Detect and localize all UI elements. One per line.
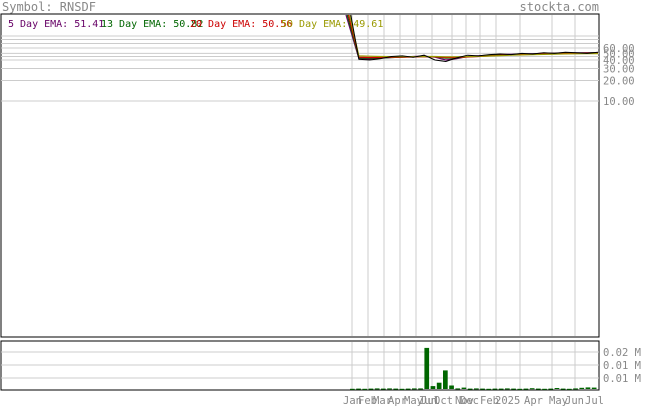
volume-bar	[350, 388, 355, 390]
x-tick-label: Nov	[455, 395, 474, 406]
x-tick-label: Apr	[524, 395, 543, 406]
volume-bar	[529, 388, 535, 390]
volume-bar	[486, 388, 492, 390]
volume-bar	[436, 382, 442, 389]
x-tick-label: Dec	[460, 395, 479, 406]
volume-bar	[542, 388, 547, 390]
x-tick-label: May	[404, 395, 423, 406]
volume-bar	[517, 388, 523, 390]
volume-bar	[362, 388, 368, 390]
volume-bar	[381, 388, 386, 390]
volume-bar	[418, 388, 423, 390]
volume-bar	[467, 388, 473, 390]
volume-bar	[449, 385, 454, 389]
volume-bar	[498, 388, 504, 390]
series-line-price	[350, 14, 599, 63]
x-tick-label: Oct	[434, 395, 453, 406]
legend-ema50: 50 Day EMA: 49.61	[281, 19, 383, 30]
volume-bar	[368, 388, 374, 390]
volume-bar	[393, 388, 399, 390]
x-tick-label: May	[549, 395, 568, 406]
site-label[interactable]: stockta.com	[520, 0, 599, 14]
price-panel	[0, 13, 600, 338]
volume-bar	[567, 388, 572, 390]
x-tick-label: 2025	[495, 395, 520, 406]
volume-bar	[387, 388, 392, 390]
volume-bar	[443, 370, 448, 389]
price-tick-label: 30.00	[603, 64, 635, 76]
volume-bar	[430, 386, 436, 389]
volume-bar	[591, 387, 597, 389]
legend-ema5: 5 Day EMA: 51.41	[8, 19, 104, 30]
volume-tick-label: 0.01 M	[603, 373, 641, 385]
volume-tick-label: 0.02 M	[603, 347, 641, 359]
x-tick-label: Jun	[565, 395, 584, 406]
volume-bar	[356, 388, 361, 390]
volume-bar	[554, 388, 560, 389]
volume-bar	[536, 388, 541, 390]
price-tick-label: 40.00	[603, 55, 635, 67]
volume-bar	[412, 388, 417, 390]
volume-bar	[455, 388, 461, 390]
legend-ema20: 20 Day EMA: 50.56	[190, 19, 292, 30]
x-tick-label: Jul	[421, 395, 440, 406]
legend-ema13: 13 Day EMA: 50.82	[101, 19, 203, 30]
volume-bar	[374, 388, 380, 390]
volume-bar	[560, 388, 566, 390]
volume-bar	[505, 388, 510, 390]
price-tick-label: 50.00	[603, 48, 635, 60]
x-tick-label: Mar	[373, 395, 392, 406]
x-tick-label: Jul	[585, 395, 604, 406]
x-tick-label: Feb	[358, 395, 377, 406]
x-tick-label: Jan	[343, 395, 362, 406]
x-tick-label: Feb	[480, 395, 499, 406]
price-tick-label: 60.00	[603, 43, 635, 55]
volume-bar	[573, 388, 578, 390]
volume-bar	[548, 388, 554, 390]
x-tick-label: Jun	[418, 395, 437, 406]
volume-bar	[579, 387, 585, 389]
volume-bar	[461, 387, 467, 389]
volume-bar	[405, 388, 411, 390]
volume-bar	[511, 388, 516, 390]
volume-bar	[480, 388, 485, 390]
volume-bar	[585, 387, 591, 389]
price-tick-label: 10.00	[603, 96, 635, 108]
volume-bar	[492, 388, 498, 390]
volume-bar	[424, 347, 430, 389]
volume-bar	[523, 388, 529, 390]
volume-bar	[399, 388, 405, 390]
volume-bar	[474, 388, 479, 390]
symbol-label: Symbol: RNSDF	[2, 0, 96, 14]
x-tick-label: Apr	[388, 395, 407, 406]
volume-tick-label: 0.01 M	[603, 360, 641, 372]
price-tick-label: 20.00	[603, 75, 635, 87]
